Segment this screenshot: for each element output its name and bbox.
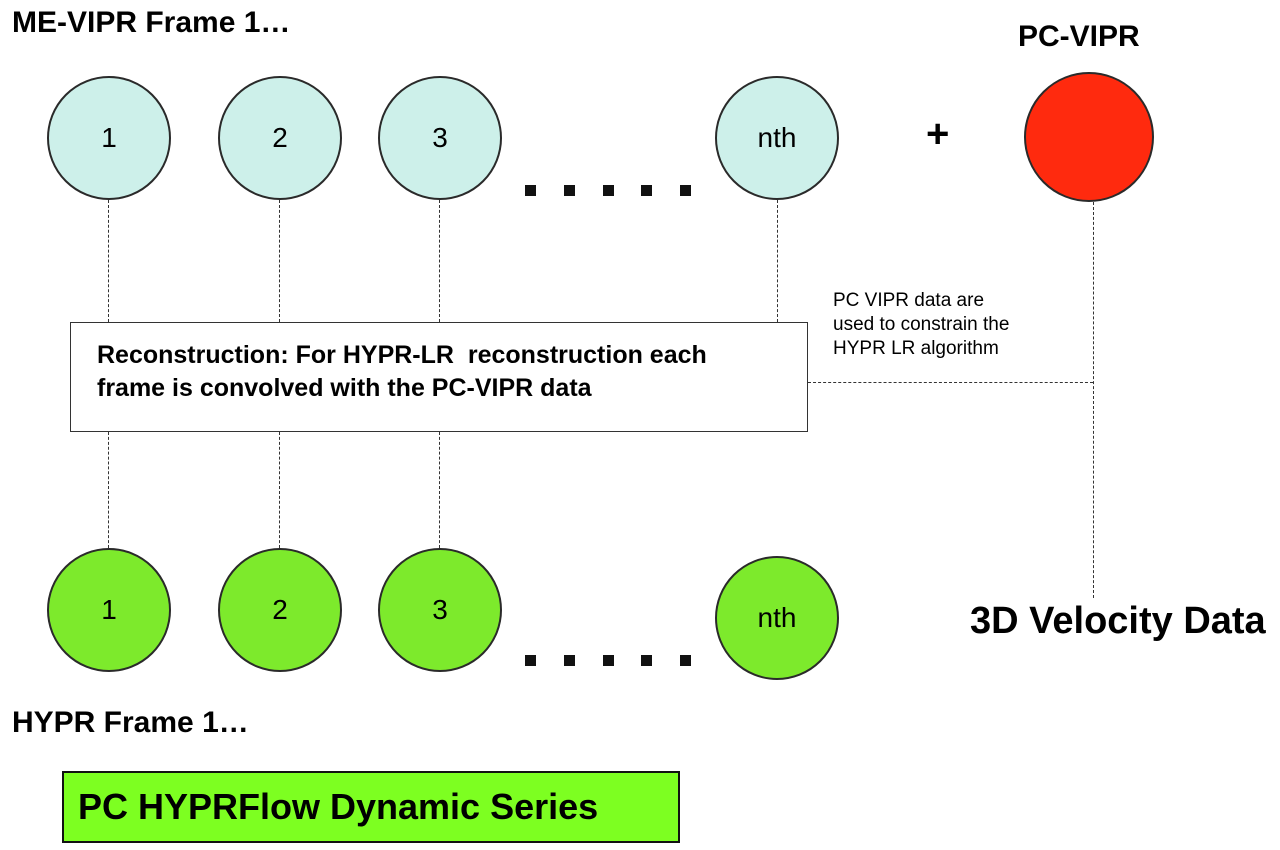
pc-vipr-heading: PC-VIPR bbox=[1018, 20, 1140, 53]
frame-label: nth bbox=[757, 602, 797, 633]
velocity-data-label: 3D Velocity Data bbox=[970, 600, 1266, 642]
note-line-3: HYPR LR algorithm bbox=[833, 338, 999, 359]
hypr-frame-nth: nth bbox=[715, 556, 839, 680]
ellipsis-dot bbox=[680, 655, 691, 666]
frame-label: nth bbox=[757, 122, 797, 153]
connector-bottom-2 bbox=[279, 432, 280, 548]
connector-top-3 bbox=[439, 200, 440, 322]
note-line-1: PC VIPR data are bbox=[833, 290, 985, 311]
connector-top-1 bbox=[108, 200, 109, 322]
ellipsis-top bbox=[525, 185, 691, 199]
ellipsis-dot bbox=[641, 655, 653, 666]
ellipsis-dot bbox=[563, 185, 575, 196]
connector-top-2 bbox=[279, 200, 280, 322]
dynamic-series-label: PC HYPRFlow Dynamic Series bbox=[78, 786, 599, 827]
ellipsis-dot bbox=[525, 655, 536, 666]
plus-sign: + bbox=[926, 112, 950, 156]
hypr-frame-3: 3 bbox=[378, 548, 502, 672]
me-vipr-frame-1: 1 bbox=[47, 76, 171, 200]
connector-top-nth bbox=[777, 200, 778, 322]
me-vipr-frame-2: 2 bbox=[218, 76, 342, 200]
frame-label: 2 bbox=[272, 122, 288, 153]
hypr-heading: HYPR Frame 1… bbox=[12, 706, 249, 739]
me-vipr-frame-nth: nth bbox=[715, 76, 839, 200]
ellipsis-dot bbox=[602, 655, 614, 666]
ellipsis-dot bbox=[563, 655, 575, 666]
frame-label: 1 bbox=[101, 594, 117, 625]
hypr-frame-2: 2 bbox=[218, 548, 342, 672]
frame-label: 1 bbox=[101, 122, 117, 153]
ellipsis-dot bbox=[680, 185, 691, 196]
pc-vipr-circle bbox=[1024, 72, 1154, 202]
ellipsis-dot bbox=[602, 185, 614, 196]
reconstruction-line-1: Reconstruction: For HYPR-LR reconstructi… bbox=[97, 341, 707, 369]
connector-bottom-3 bbox=[439, 432, 440, 548]
frame-label: 2 bbox=[272, 594, 288, 625]
me-vipr-heading: ME-VIPR Frame 1… bbox=[12, 6, 291, 39]
reconstruction-box: Reconstruction: For HYPR-LR reconstructi… bbox=[70, 322, 808, 432]
frame-label: 3 bbox=[432, 594, 448, 625]
hypr-frame-1: 1 bbox=[47, 548, 171, 672]
ellipsis-dot bbox=[525, 185, 536, 196]
reconstruction-line-2: frame is convolved with the PC-VIPR data bbox=[97, 374, 592, 402]
ellipsis-dot bbox=[641, 185, 653, 196]
frame-label: 3 bbox=[432, 122, 448, 153]
connector-pc-to-reconstruction bbox=[808, 382, 1093, 383]
note-line-2: used to constrain the bbox=[833, 314, 1010, 335]
ellipsis-bottom bbox=[525, 655, 691, 669]
dynamic-series-box: PC HYPRFlow Dynamic Series bbox=[62, 771, 680, 843]
connector-bottom-1 bbox=[108, 432, 109, 548]
me-vipr-frame-3: 3 bbox=[378, 76, 502, 200]
constraint-note: PC VIPR data are used to constrain the H… bbox=[833, 289, 1009, 361]
connector-pc-vipr bbox=[1093, 202, 1094, 598]
